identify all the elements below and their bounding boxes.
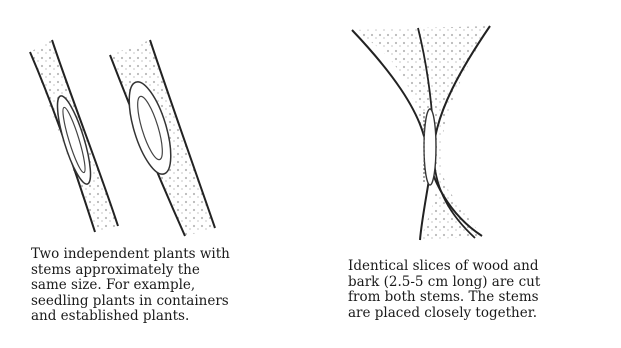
left-panel: Two independent plants with stems approx… bbox=[0, 0, 330, 348]
caption-line: bark (2.5-5 cm long) are cut bbox=[348, 275, 618, 291]
stems-placed-together-illustration bbox=[330, 0, 621, 250]
caption-line: stems approximately the bbox=[31, 263, 316, 279]
caption-line: seedling plants in containers bbox=[31, 294, 316, 310]
two-separate-stems-illustration bbox=[0, 0, 330, 245]
caption-line: and established plants. bbox=[31, 309, 316, 325]
caption-line: from both stems. The stems bbox=[348, 290, 618, 306]
caption-line: Identical slices of wood and bbox=[348, 259, 618, 275]
caption-line: Two independent plants with bbox=[31, 247, 316, 263]
stem-left bbox=[30, 40, 118, 232]
caption-line: same size. For example, bbox=[31, 278, 316, 294]
stem-pair bbox=[352, 26, 490, 240]
right-caption: Identical slices of wood and bark (2.5-5… bbox=[348, 259, 618, 321]
right-panel: Identical slices of wood and bark (2.5-5… bbox=[330, 0, 621, 348]
caption-line: are placed closely together. bbox=[348, 306, 618, 322]
left-caption: Two independent plants with stems approx… bbox=[31, 247, 316, 325]
stem-right bbox=[110, 40, 215, 236]
